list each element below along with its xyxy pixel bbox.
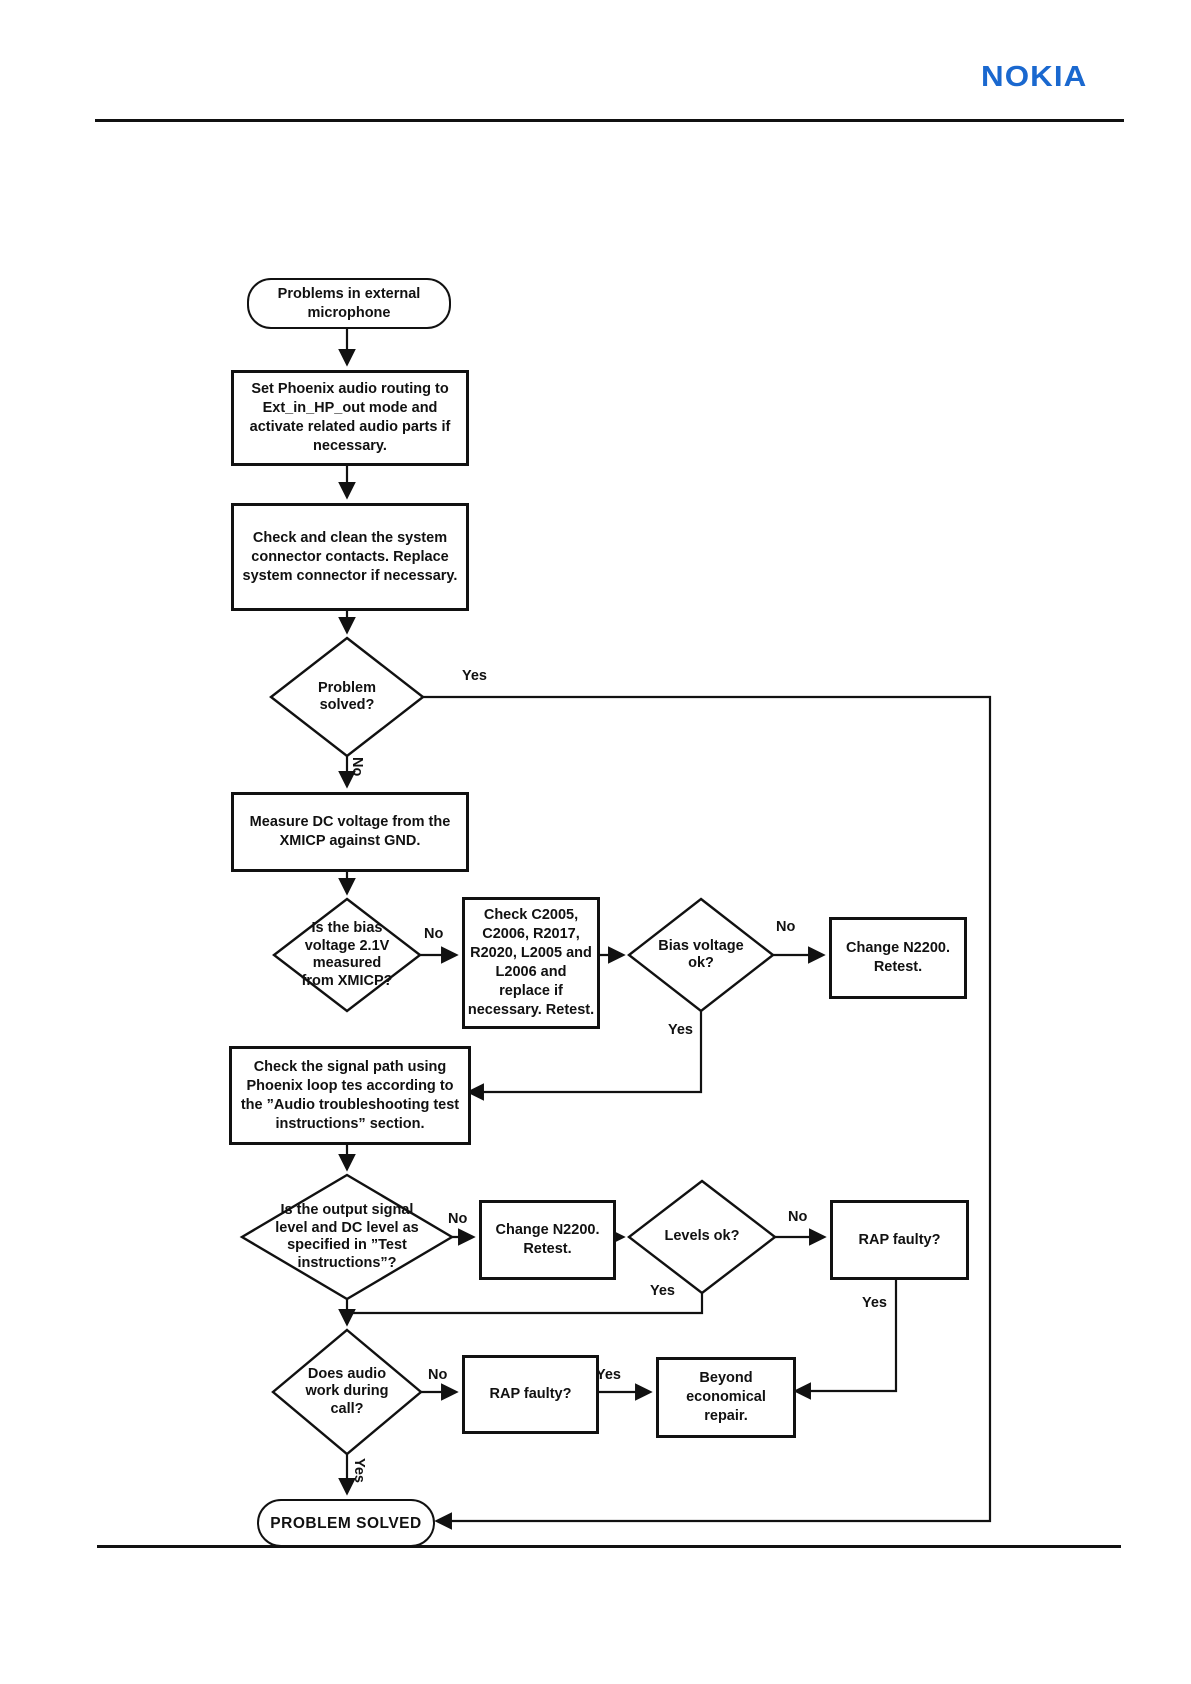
- decision-output-levels-shape: [239, 1173, 455, 1301]
- process-rap-faulty-second: RAP faulty?: [462, 1355, 599, 1434]
- edge-label-no: No: [448, 1211, 468, 1227]
- edge-label-no: No: [424, 926, 444, 942]
- decision-problem-solved-shape: [269, 636, 425, 758]
- edge-label-no: No: [776, 919, 796, 935]
- edge-label-no: No: [428, 1367, 448, 1383]
- edge-rapfaultya-yes-to-beyondrepair: [793, 1273, 898, 1400]
- edge-label-yes: Yes: [668, 1022, 693, 1038]
- terminal-problem-solved: PROBLEM SOLVED: [257, 1499, 435, 1547]
- edge-levelsok-yes-merge: [347, 1293, 704, 1315]
- process-set-phoenix-routing: Set Phoenix audio routing to Ext_in_HP_o…: [231, 370, 469, 466]
- edge-label-yes: Yes: [862, 1295, 887, 1311]
- decision-problem-solved-text: Problem solved?: [317, 679, 376, 714]
- decision-levels-ok-shape: [627, 1179, 777, 1295]
- edge-label-yes: Yes: [650, 1283, 675, 1299]
- decision-levels-ok-text: Levels ok?: [664, 1228, 740, 1245]
- process-change-n2200-second: Change N2200. Retest.: [479, 1200, 616, 1280]
- process-check-signal-path: Check the signal path using Phoenix loop…: [229, 1046, 471, 1145]
- process-measure-dc-voltage: Measure DC voltage from the XMICP agains…: [231, 792, 469, 872]
- decision-bias-voltage-text: Is the bias voltage 2.1V measured from X…: [301, 920, 393, 989]
- edge-label-yes-rotated: Yes: [351, 1458, 367, 1483]
- process-check-passives: Check C2005, C2006, R2017, R2020, L2005 …: [462, 897, 600, 1029]
- edge-label-yes: Yes: [462, 668, 487, 684]
- header-rule: [95, 119, 1124, 122]
- decision-bias-ok-text: Bias voltage ok?: [658, 937, 744, 972]
- process-clean-connector: Check and clean the system connector con…: [231, 503, 469, 611]
- decision-output-levels-text: Is the output signal level and DC level …: [275, 1202, 419, 1271]
- decision-bias-voltage-shape: [272, 897, 422, 1013]
- edge-label-no: No: [788, 1209, 808, 1225]
- decision-bias-ok-shape: [627, 897, 775, 1013]
- edge-biasok-yes-to-signalpath: [466, 1011, 703, 1101]
- decision-audio-during-call-shape: [271, 1328, 423, 1456]
- process-rap-faulty-first: RAP faulty?: [830, 1200, 969, 1280]
- edge-problemsolved-yes-to-solved: [423, 695, 992, 1530]
- decision-audio-during-call-text: Does audio work during call?: [305, 1365, 389, 1417]
- edge-label-no-rotated: No: [349, 757, 365, 777]
- edge-label-yes: Yes: [596, 1367, 621, 1383]
- process-beyond-economical-repair: Beyond economical repair.: [656, 1357, 796, 1438]
- nokia-logo: NOKIA: [981, 61, 1088, 93]
- footer-rule: [97, 1545, 1121, 1548]
- process-change-n2200-first: Change N2200. Retest.: [829, 917, 967, 999]
- terminal-start: Problems in external microphone: [247, 278, 451, 329]
